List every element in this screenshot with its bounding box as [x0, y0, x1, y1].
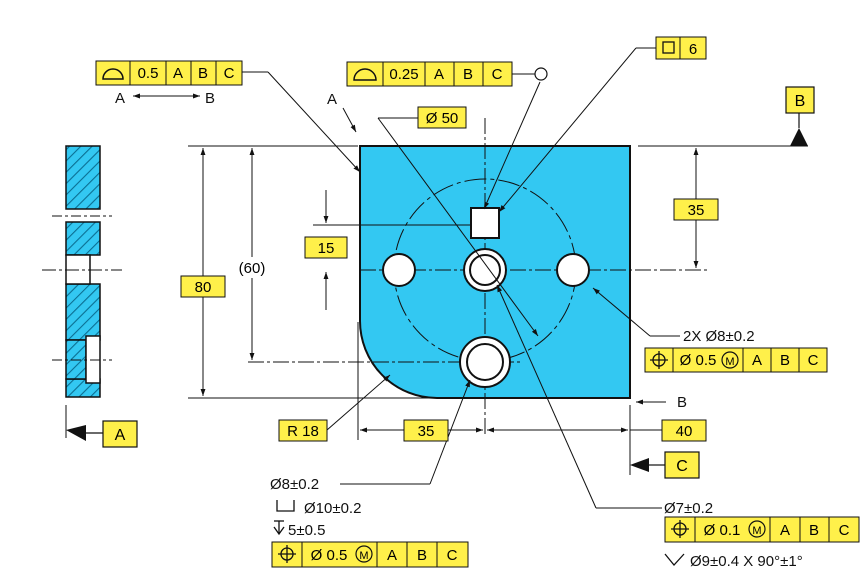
square-tolerance-frame: 6 — [655, 36, 707, 60]
position-icon — [671, 520, 689, 538]
svg-text:Ø 0.5: Ø 0.5 — [311, 547, 348, 564]
depth-icon — [273, 520, 285, 536]
side-section-view — [42, 145, 122, 438]
profile-of-surface-icon — [102, 68, 124, 80]
position-icon — [278, 545, 296, 563]
svg-text:B: B — [417, 547, 427, 564]
dimension-boxes: Ø 50 80 (60) 15 35 35 40 R 18 — [180, 106, 719, 442]
label-counterbore-depth: 5±0.5 — [288, 522, 325, 539]
counterbore-icon — [276, 500, 295, 512]
svg-text:B: B — [463, 66, 473, 83]
section-label-a: A — [327, 91, 337, 108]
dimension-lines — [133, 47, 700, 509]
svg-text:Ø 0.1: Ø 0.1 — [704, 522, 741, 539]
svg-text:C: C — [224, 65, 235, 82]
label-arrow-a: A — [115, 90, 125, 107]
svg-text:6: 6 — [689, 41, 697, 58]
dim-60-reference: (60) — [239, 260, 266, 277]
dim-35-horizontal: 35 — [418, 423, 435, 440]
position-frame-center-hole: Ø 0.5 M A B C — [271, 541, 469, 568]
datum-b-label: B — [795, 93, 806, 110]
profile-of-surface-icon — [353, 68, 377, 81]
datum-c-feature-symbol: C — [629, 440, 700, 479]
svg-text:M: M — [359, 550, 368, 562]
svg-text:C: C — [492, 66, 503, 83]
dim-diameter-50: Ø 50 — [426, 110, 459, 127]
svg-text:0.5: 0.5 — [138, 65, 159, 82]
countersink-icon — [664, 553, 685, 566]
position-icon — [650, 351, 668, 369]
svg-text:B: B — [198, 65, 208, 82]
svg-text:C: C — [839, 522, 850, 539]
dim-40: 40 — [676, 423, 693, 440]
label-small-hole-diameter: Ø7±0.2 — [664, 500, 713, 517]
label-arrow-b: B — [205, 90, 215, 107]
svg-text:M: M — [752, 525, 761, 537]
svg-text:Ø 0.5: Ø 0.5 — [680, 352, 717, 369]
dim-15: 15 — [318, 240, 335, 257]
dim-radius-18: R 18 — [287, 423, 319, 440]
left-hole — [382, 253, 416, 287]
right-hole — [556, 253, 590, 287]
datum-a-label: A — [115, 427, 126, 444]
svg-text:0.25: 0.25 — [389, 66, 418, 83]
profile-tolerance-frame-left: 0.5 A B C — [95, 60, 251, 86]
main-part-view — [248, 118, 708, 436]
square-hole — [470, 207, 500, 239]
label-center-hole-diameter: Ø8±0.2 — [270, 476, 319, 493]
svg-text:A: A — [434, 66, 444, 83]
svg-text:A: A — [752, 352, 762, 369]
square-icon — [662, 41, 675, 54]
dim-35-vertical: 35 — [688, 202, 705, 219]
profile-tolerance-frame-top: 0.25 A B C — [346, 61, 513, 87]
datum-c-label: C — [676, 458, 688, 475]
svg-text:A: A — [387, 547, 397, 564]
svg-text:M: M — [725, 356, 734, 368]
datum-a-feature-symbol: A — [66, 420, 138, 448]
label-countersink: Ø9±0.4 X 90°±1° — [690, 553, 803, 570]
label-counterbore-diameter: Ø10±0.2 — [304, 500, 361, 517]
svg-text:B: B — [809, 522, 819, 539]
position-frame-2x-holes: Ø 0.5 M A B C — [644, 347, 828, 373]
position-frame-small-hole: Ø 0.1 M A B C — [664, 516, 860, 543]
datum-b-feature-symbol: B — [700, 86, 815, 147]
dim-80: 80 — [195, 279, 212, 296]
svg-text:A: A — [173, 65, 183, 82]
label-2x-hole-size: 2X Ø8±0.2 — [683, 328, 755, 345]
svg-text:A: A — [780, 522, 790, 539]
svg-text:B: B — [780, 352, 790, 369]
section-label-b: B — [677, 394, 687, 411]
svg-text:C: C — [447, 547, 458, 564]
svg-text:C: C — [808, 352, 819, 369]
